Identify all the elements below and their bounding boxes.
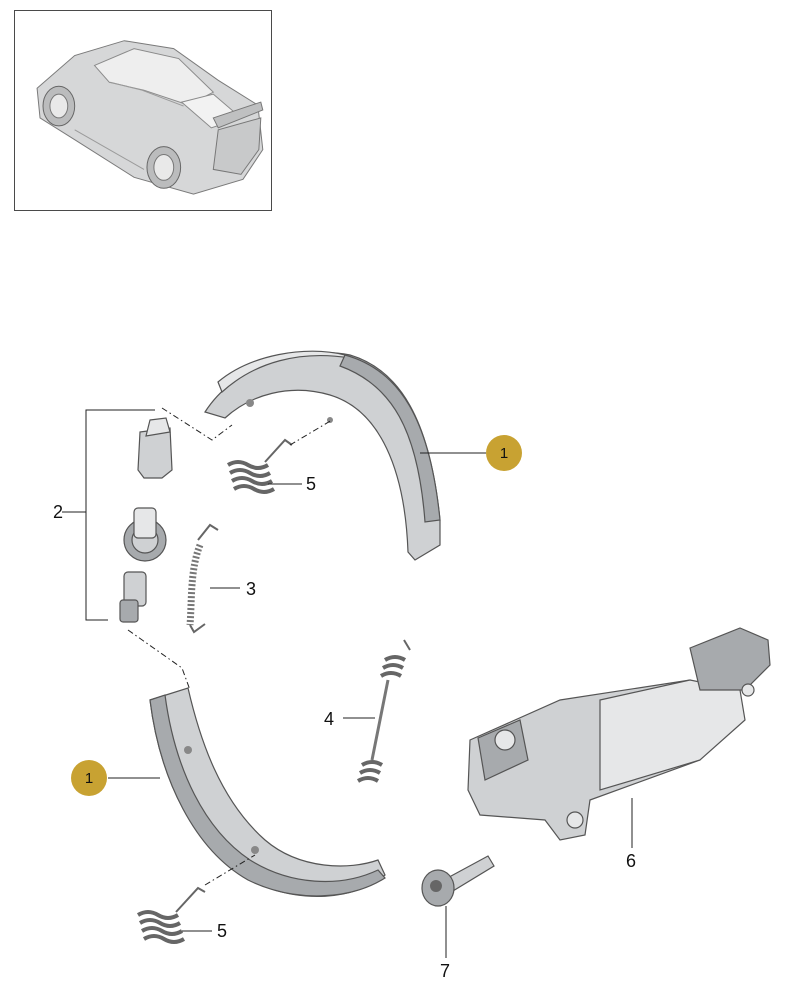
callout-4: 4 [324,709,334,729]
svg-text:1: 1 [85,770,93,787]
callout-3: 3 [246,579,256,599]
callout-badge-lower: 1 [71,760,107,796]
actuator-screw [421,855,495,907]
callout-2: 2 [53,502,63,522]
spring-strut [356,639,411,783]
vehicle-thumbnail [14,10,272,211]
callout-6: 6 [626,851,636,871]
spring-small-lower [136,886,206,944]
brake-shoe-upper [204,350,441,561]
adjuster-plunger [137,417,173,479]
group-bracket [62,409,155,621]
parking-brake-actuator [467,627,771,841]
spring-small-upper [226,438,293,494]
sports-car-thumbnail-icon [36,40,264,195]
assembly-lines [127,407,333,886]
callout-5-lower: 5 [217,921,227,941]
callout-7: 7 [440,961,450,981]
svg-text:1: 1 [500,445,508,462]
adjuster-bolt [119,571,147,623]
callout-5-upper: 5 [306,474,316,494]
brake-shoe-lower [149,687,386,898]
spring-long [186,523,219,634]
adjuster-star-nut [123,507,167,562]
callout-badge-upper: 1 [486,435,522,471]
